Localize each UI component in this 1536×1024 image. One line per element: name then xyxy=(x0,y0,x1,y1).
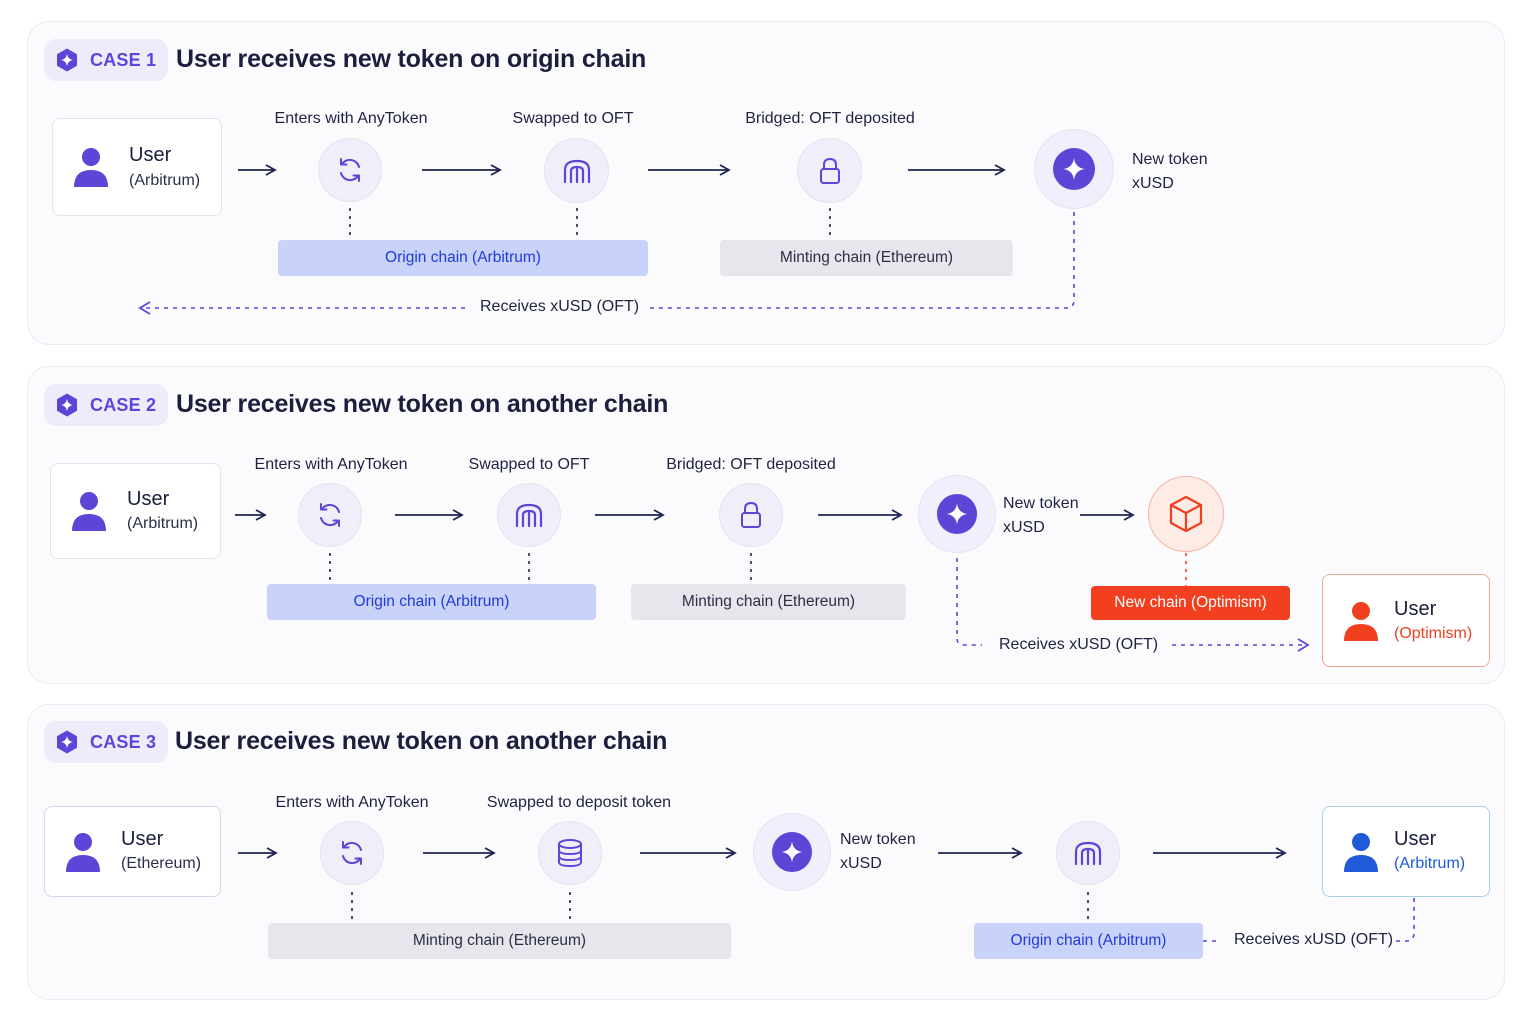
case3-origin-chain: Origin chain (Arbitrum) xyxy=(974,923,1203,959)
case1-minting-chain: Minting chain (Ethereum) xyxy=(720,240,1013,276)
case2-receives-label: Receives xUSD (OFT) xyxy=(999,636,1159,653)
case3-user-card: User (Ethereum) xyxy=(44,806,221,897)
case1-lock-circle xyxy=(797,138,862,203)
case3-new-token-line2: xUSD xyxy=(840,855,882,872)
sparkle-token-icon xyxy=(936,493,978,535)
case2-new-token-label: New token xUSD xyxy=(1003,492,1079,540)
bridge-arch-icon xyxy=(563,159,590,183)
case3-user-name: User xyxy=(121,828,164,850)
hexagon-sparkle-icon xyxy=(57,393,77,417)
case2-new-token-line2: xUSD xyxy=(1003,519,1045,536)
case2-new-token-circle xyxy=(918,475,996,553)
case2-new-chain-circle xyxy=(1148,476,1224,552)
refresh-icon xyxy=(340,158,360,182)
user-icon xyxy=(1344,832,1378,872)
user-icon xyxy=(1344,601,1378,641)
case2-dest-user-card: User (Optimism) xyxy=(1322,574,1490,667)
case2-origin-chain: Origin chain (Arbitrum) xyxy=(267,584,596,620)
case3-receives-label: Receives xUSD (OFT) xyxy=(1234,931,1394,948)
case2-user-chain: (Arbitrum) xyxy=(127,515,199,532)
case1-badge: CASE 1 xyxy=(44,39,169,81)
case2-step-enter: Enters with AnyToken xyxy=(254,456,408,473)
case1-step-swap: Swapped to OFT xyxy=(512,110,634,127)
case3-title: User receives new token on another chain xyxy=(175,727,668,755)
case1-swap-circle xyxy=(318,138,382,202)
lock-icon xyxy=(819,157,840,184)
hexagon-sparkle-icon xyxy=(57,730,77,754)
case2-oft-circle xyxy=(497,483,561,547)
case1-origin-chain: Origin chain (Arbitrum) xyxy=(278,240,648,276)
hexagon-sparkle-icon xyxy=(57,48,77,72)
case1-new-token-line1: New token xyxy=(1132,151,1208,168)
case1-user-card: User (Arbitrum) xyxy=(52,118,222,216)
case2-title: User receives new token on another chain xyxy=(176,390,669,418)
case2-new-chain: New chain (Optimism) xyxy=(1091,586,1290,620)
database-icon xyxy=(558,839,582,868)
case1-receives-label: Receives xUSD (OFT) xyxy=(480,298,640,315)
case2-user-name: User xyxy=(127,488,170,510)
case3-dest-user-card: User (Arbitrum) xyxy=(1322,806,1490,897)
lock-icon xyxy=(741,501,761,528)
case1-oft-circle xyxy=(544,138,609,203)
case3-step-enter: Enters with AnyToken xyxy=(275,794,429,811)
sparkle-token-icon xyxy=(1053,148,1095,190)
user-icon xyxy=(74,148,108,187)
case3-new-token-circle xyxy=(753,813,831,891)
case1-new-token-circle xyxy=(1034,129,1114,209)
sparkle-token-icon xyxy=(771,831,813,873)
refresh-icon xyxy=(320,503,340,527)
case3-badge: CASE 3 xyxy=(44,721,169,763)
case1-step-bridge: Bridged: OFT deposited xyxy=(745,110,915,127)
case2-step-bridge: Bridged: OFT deposited xyxy=(666,456,836,473)
cube-icon xyxy=(1169,495,1203,533)
case1-badge-label: CASE 1 xyxy=(90,49,157,70)
case2-swap-circle xyxy=(298,483,362,547)
case1-new-token-line2: xUSD xyxy=(1132,175,1174,192)
refresh-icon xyxy=(342,841,362,865)
case2-badge-label: CASE 2 xyxy=(90,394,157,415)
case1-title: User receives new token on origin chain xyxy=(176,45,647,73)
case1-user-chain: (Arbitrum) xyxy=(129,172,201,189)
case2-lock-circle xyxy=(719,483,783,547)
case3-user-chain: (Ethereum) xyxy=(121,855,202,872)
case2-step-swap: Swapped to OFT xyxy=(468,456,590,473)
case3-oft-circle xyxy=(1056,821,1120,885)
bridge-arch-icon xyxy=(515,503,543,528)
case1-user-name: User xyxy=(129,144,172,166)
case3-minting-chain: Minting chain (Ethereum) xyxy=(268,923,731,959)
case3-step-swap: Swapped to deposit token xyxy=(486,794,672,811)
case3-badge-label: CASE 3 xyxy=(90,731,157,752)
case2-user-card: User (Arbitrum) xyxy=(50,463,221,559)
case3-new-token-line1: New token xyxy=(840,831,916,848)
case3-deposit-circle xyxy=(538,821,602,885)
case2-dest-user-name: User xyxy=(1394,598,1437,620)
case3-swap-circle xyxy=(320,821,384,885)
case2-badge: CASE 2 xyxy=(44,384,169,426)
case2-minting-chain: Minting chain (Ethereum) xyxy=(631,584,906,620)
user-icon xyxy=(66,832,100,872)
case1-new-token-label: New token xUSD xyxy=(1132,148,1208,196)
case3-dest-user-chain: (Arbitrum) xyxy=(1394,855,1466,872)
bridge-arch-icon xyxy=(1074,841,1102,866)
case2-dest-user-chain: (Optimism) xyxy=(1394,625,1473,642)
case1-step-enter: Enters with AnyToken xyxy=(274,110,428,127)
case3-new-token-label: New token xUSD xyxy=(840,828,916,876)
case2-new-token-line1: New token xyxy=(1003,495,1079,512)
case3-dest-user-name: User xyxy=(1394,828,1437,850)
user-icon xyxy=(72,492,106,531)
